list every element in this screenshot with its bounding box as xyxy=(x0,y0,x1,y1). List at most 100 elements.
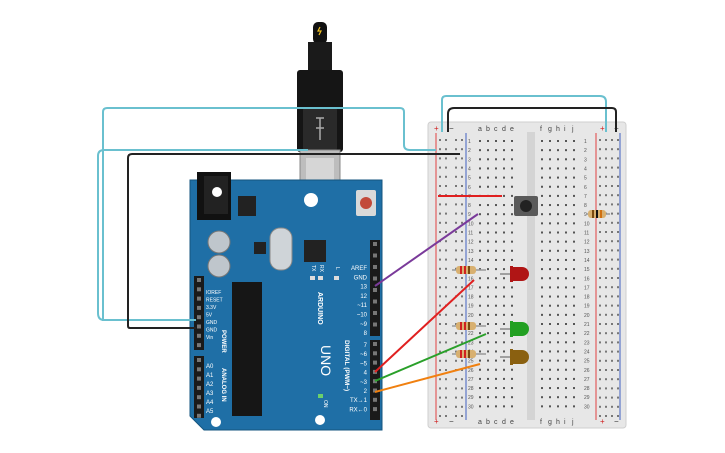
digital-pin-label: 13 xyxy=(360,285,367,291)
row-number: 17 xyxy=(584,285,590,291)
rail-sign: + xyxy=(600,124,605,133)
usb-outline-wire[interactable] xyxy=(97,149,308,321)
row-number: 20 xyxy=(584,313,590,319)
wire-pin3[interactable] xyxy=(374,333,487,382)
row-number: 9 xyxy=(468,212,471,218)
digital-pin-label: AREF xyxy=(351,266,367,272)
digital-pin-label: ~6 xyxy=(360,352,368,358)
column-label: a xyxy=(478,419,482,426)
digital-pin-label: ~10 xyxy=(357,313,368,319)
column-label: f xyxy=(540,126,542,133)
wire-pin5[interactable] xyxy=(374,279,475,373)
wire-gnd-to-rail[interactable] xyxy=(127,153,460,329)
row-number: 2 xyxy=(468,148,471,154)
digital-pin-label: 2 xyxy=(364,389,368,395)
row-number: 27 xyxy=(584,377,590,383)
analog-pin-label: A5 xyxy=(206,409,214,415)
rail-sign: + xyxy=(434,417,439,426)
led-green[interactable] xyxy=(500,321,529,337)
rail-sign: − xyxy=(449,124,454,133)
row-number: 14 xyxy=(468,258,474,264)
row-number: 8 xyxy=(468,203,471,209)
row-number: 22 xyxy=(468,331,474,337)
digital-pin-label: ~3 xyxy=(360,380,368,386)
row-number: 29 xyxy=(468,395,474,401)
row-number: 8 xyxy=(584,203,587,209)
row-number: 21 xyxy=(584,322,590,328)
column-label: h xyxy=(556,126,560,133)
row-number: 23 xyxy=(584,340,590,346)
rail-sign: + xyxy=(600,417,605,426)
digital-label: DIGITAL (PWM~) xyxy=(343,340,350,391)
row-number: 14 xyxy=(584,258,590,264)
crystal-oscillator xyxy=(269,227,293,271)
column-label: h xyxy=(556,419,560,426)
rail-sign: − xyxy=(614,417,619,426)
column-label: c xyxy=(494,126,498,133)
row-number: 12 xyxy=(584,240,590,246)
column-label: b xyxy=(486,126,490,133)
row-number: 17 xyxy=(468,285,474,291)
wire-5v-to-rail[interactable] xyxy=(102,107,436,321)
row-number: 11 xyxy=(468,231,473,237)
row-number: 2 xyxy=(584,148,587,154)
row-number: 26 xyxy=(468,368,474,374)
power-label: POWER xyxy=(220,330,226,353)
power-pin-label: RESET xyxy=(206,298,223,304)
atmega-chip xyxy=(232,282,262,416)
column-label: i xyxy=(564,419,566,426)
capacitor xyxy=(207,254,231,278)
row-number: 4 xyxy=(468,166,471,172)
analog-pin-label: A4 xyxy=(206,400,214,406)
row-number: 22 xyxy=(584,331,590,337)
analog-pin-label: A3 xyxy=(206,391,214,397)
power-header[interactable] xyxy=(194,276,204,350)
voltage-regulator xyxy=(238,196,256,216)
row-number: 30 xyxy=(468,404,474,410)
digital-pin-label: 7 xyxy=(364,343,368,349)
model-label: UNO xyxy=(318,345,334,376)
digital-pin-label: RX←0 xyxy=(349,407,367,413)
row-number: 25 xyxy=(468,359,474,365)
analog-pin-label: A0 xyxy=(206,364,214,370)
row-number: 10 xyxy=(468,221,474,227)
rx-label: RX xyxy=(318,265,324,273)
led-resistor xyxy=(452,322,486,330)
row-number: 9 xyxy=(584,212,587,218)
row-number: 6 xyxy=(468,185,471,191)
capacitor xyxy=(207,230,231,254)
wire-pin2[interactable] xyxy=(374,363,481,393)
digital-pin-label: 12 xyxy=(360,294,367,300)
row-number: 3 xyxy=(468,157,471,163)
power-pin-label: 5V xyxy=(206,313,213,319)
row-number: 15 xyxy=(584,267,590,273)
row-number: 28 xyxy=(468,386,474,392)
push-button[interactable] xyxy=(514,196,538,216)
led-yellow[interactable] xyxy=(500,349,529,365)
column-label: d xyxy=(502,126,506,133)
column-label: b xyxy=(486,419,490,426)
power-pin-label: Vin xyxy=(206,335,213,341)
arduino-uno-board[interactable]: POWER ANALOG IN DIGITAL (PWM~) ARDUINO U… xyxy=(189,172,383,431)
wire-rail-top-cyan[interactable] xyxy=(441,95,607,132)
row-number: 5 xyxy=(584,176,587,182)
column-label: d xyxy=(502,419,506,426)
row-number: 13 xyxy=(584,249,590,255)
row-number: 30 xyxy=(584,404,590,410)
row-number: 10 xyxy=(584,221,590,227)
row-number: 19 xyxy=(468,304,474,310)
row-number: 18 xyxy=(468,295,474,301)
led-red[interactable] xyxy=(500,266,529,282)
row-number: 26 xyxy=(584,368,590,374)
row-number: 7 xyxy=(584,194,587,200)
led-resistor xyxy=(452,350,486,358)
column-label: i xyxy=(564,126,566,133)
row-number: 12 xyxy=(468,240,474,246)
wire-pin13[interactable] xyxy=(374,213,479,287)
power-pin-label: GND xyxy=(206,328,218,334)
row-number: 19 xyxy=(584,304,590,310)
row-number: 16 xyxy=(584,276,590,282)
column-label: e xyxy=(510,419,514,426)
wire-rail-top-black[interactable] xyxy=(447,107,617,132)
